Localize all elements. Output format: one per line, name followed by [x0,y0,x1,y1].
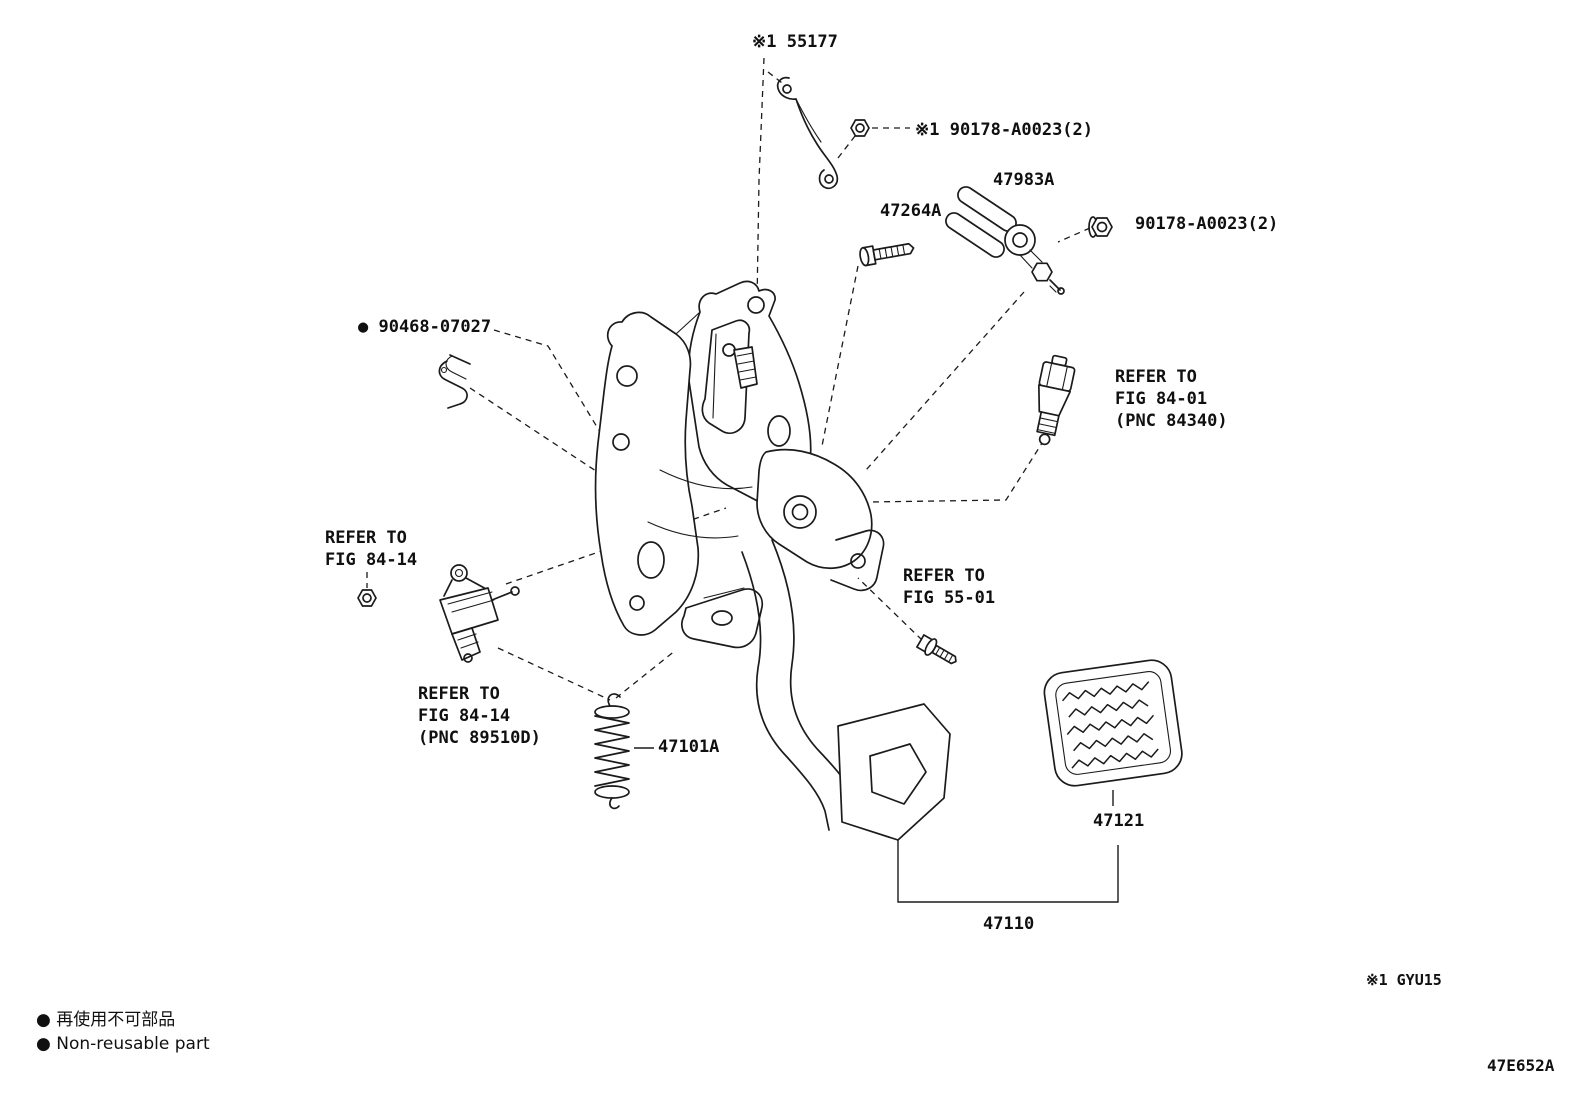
refer-label-fig-84-01: REFER TO FIG 84-01 (PNC 84340) [1115,367,1228,431]
solid-leader-lines [634,747,1119,903]
part-label-90178-top: ※1 90178-A0023(2) [915,120,1094,140]
footnote-japanese: ● 再使用不可部品 [36,1010,176,1030]
part-label-47983a: 47983A [993,170,1055,190]
part-47101a-spring [594,693,630,810]
part-47121-pedal-pad [1043,659,1183,787]
part-5501-bolt [916,634,957,665]
refer-label-fig-55-01: REFER TO FIG 55-01 [903,566,996,608]
refer-label-fig-84-14-pnc: REFER TO FIG 84-14 (PNC 89510D) [418,684,541,748]
part-nut-90178-right [1088,216,1113,238]
part-nut-90178-top [850,119,870,137]
part-89510d-stopper [439,564,520,663]
part-label-47110: 47110 [983,914,1035,934]
part-label-90178-right: 90178-A0023(2) [1135,214,1279,234]
figure-code: 47E652A [1487,1056,1555,1075]
part-47983a-clevis [945,186,1065,295]
refer-label-fig-84-14: REFER TO FIG 84-14 [325,528,418,570]
part-label-47121: 47121 [1093,811,1145,831]
part-55177-bracket [776,76,839,190]
part-label-90468: ● 90468-07027 [358,317,492,337]
footnote-english: ● Non-reusable part [36,1034,210,1054]
part-label-47101a: 47101A [658,737,720,757]
part-pedal-bracket-assembly [594,280,885,649]
part-84340-switch [1036,354,1076,446]
part-47264a-bolt [859,242,915,267]
part-47110-pedal-arm [741,539,951,841]
part-label-55177: ※1 55177 [752,32,838,52]
part-90468-clip [438,354,471,409]
variant-note: ※1 GYU15 [1366,971,1442,989]
part-nut-left [357,589,377,607]
part-label-47264a: 47264A [880,201,942,221]
